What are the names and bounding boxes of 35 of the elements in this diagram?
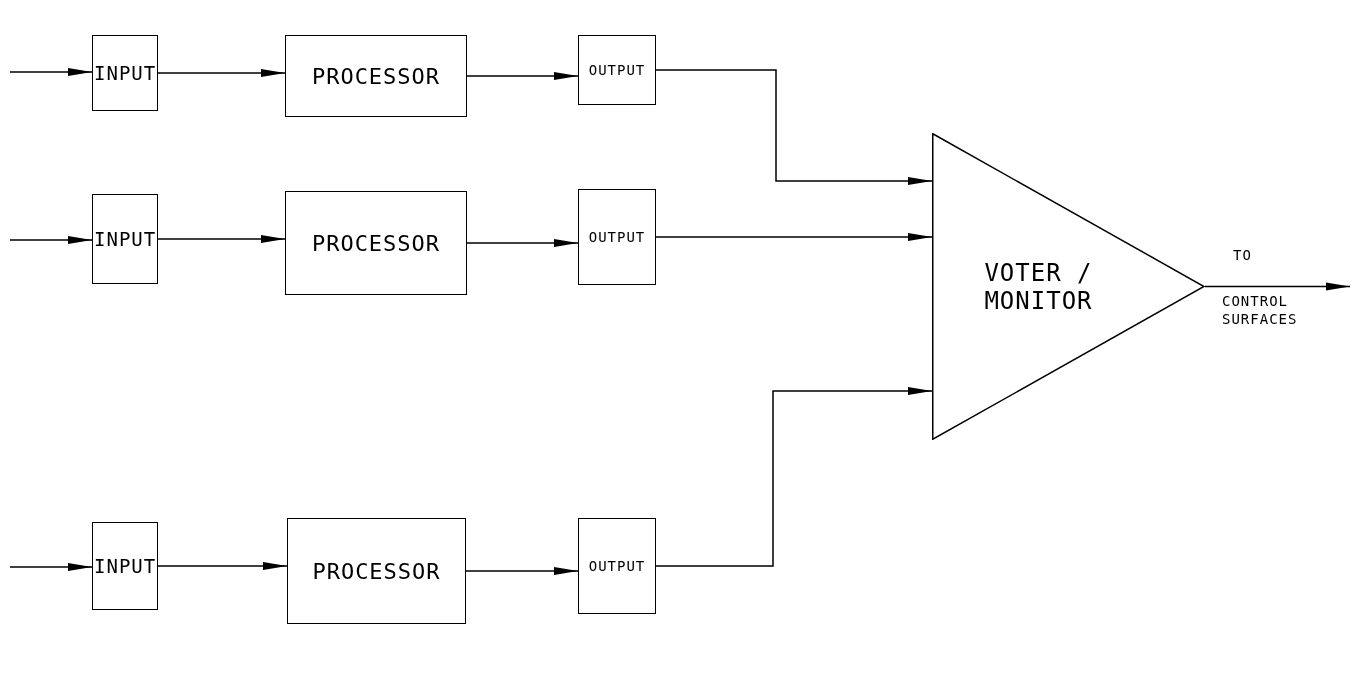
block-label: OUTPUT — [588, 229, 646, 245]
block-label: VOTER / MONITOR — [983, 258, 1094, 315]
block-box — [92, 522, 158, 610]
block-box — [92, 194, 158, 284]
arrow — [157, 235, 286, 243]
block-label: INPUT — [94, 62, 156, 84]
block-label: OUTPUT — [588, 62, 646, 78]
arrow — [655, 387, 933, 567]
block-box — [578, 35, 656, 105]
arrow — [9, 236, 93, 244]
arrow — [465, 567, 579, 575]
voter-triangle — [932, 133, 1205, 440]
output-label: TO — [1233, 246, 1252, 265]
block-box — [92, 35, 158, 111]
arrow — [9, 563, 93, 571]
arrow — [655, 69, 933, 185]
block-label: PROCESSOR — [312, 558, 441, 584]
block-label: PROCESSOR — [311, 63, 441, 89]
arrow — [466, 72, 579, 80]
arrow — [655, 233, 933, 241]
block-box — [287, 518, 466, 624]
block-box — [285, 191, 467, 295]
block-box — [285, 35, 467, 117]
block-label: PROCESSOR — [311, 230, 441, 256]
block-label: OUTPUT — [588, 558, 646, 574]
block-box — [578, 518, 656, 614]
arrow — [1204, 282, 1351, 291]
output-label: CONTROL SURFACES — [1222, 292, 1299, 329]
arrow — [157, 69, 286, 77]
arrow — [9, 68, 93, 76]
block-box — [578, 189, 656, 285]
block-label: INPUT — [94, 555, 156, 577]
arrow — [466, 239, 579, 247]
arrow — [157, 562, 288, 570]
block-label: INPUT — [94, 228, 156, 250]
